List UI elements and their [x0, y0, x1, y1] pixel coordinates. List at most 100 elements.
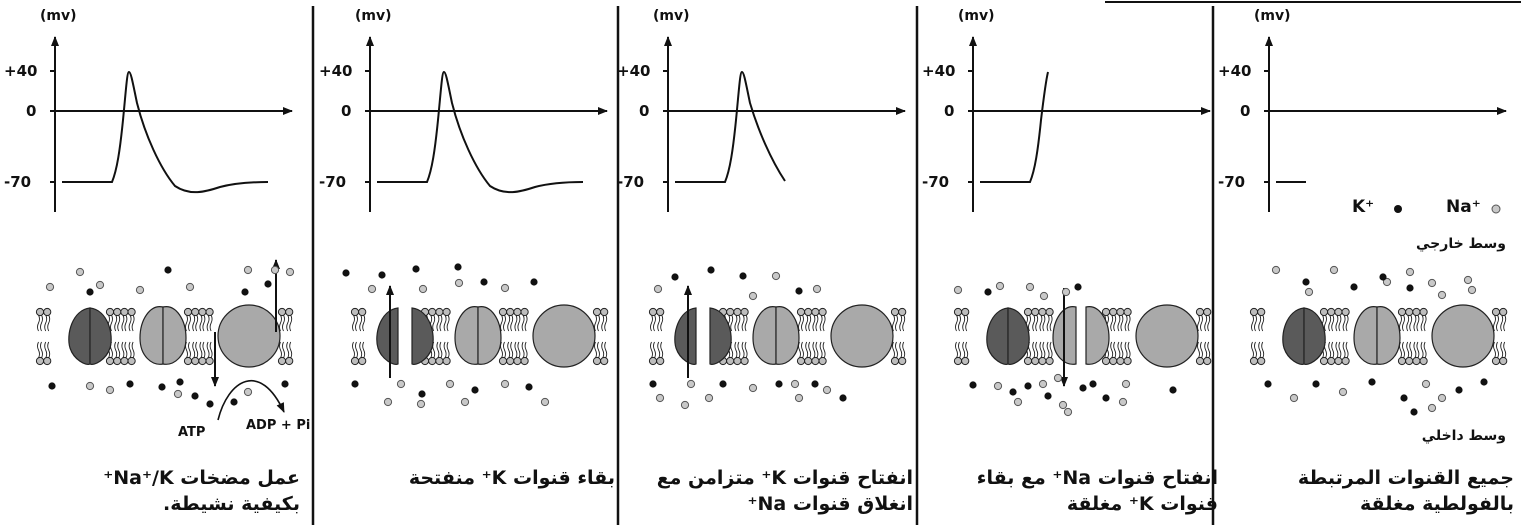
panel-caption-line2: انغلاق قنوات Na⁺ — [747, 493, 914, 515]
lipid-tail — [432, 314, 436, 332]
na-ion — [243, 387, 253, 397]
na-ion — [270, 265, 280, 275]
k-ion — [719, 380, 727, 388]
lipid-tail — [1331, 314, 1335, 332]
phospholipid-head — [277, 356, 287, 366]
y-axis-unit: (mv) — [1254, 8, 1291, 24]
phospholipid-head — [1419, 307, 1428, 317]
lipid-tail — [1028, 314, 1031, 332]
panel-caption-line1: انفتاح قنوات K⁺ متزامن مع — [656, 467, 913, 489]
inner-medium-label: وسط داخلي — [1421, 428, 1506, 444]
na-ion — [1013, 397, 1023, 407]
lipid-tail — [209, 314, 213, 332]
lipid-tail — [1335, 314, 1339, 332]
tick-label-minus70: -70 — [922, 173, 950, 191]
k-ion — [1009, 388, 1017, 396]
k-ion — [775, 380, 783, 388]
phospholipid-head — [1397, 307, 1407, 317]
phospholipid-head — [183, 307, 193, 317]
phospholipid-head — [35, 307, 45, 317]
na-ion — [1118, 397, 1128, 407]
phospholipid-head — [1257, 356, 1266, 366]
lipid-tail — [965, 314, 969, 332]
na-ion — [771, 271, 781, 281]
phospholipid-head — [1203, 307, 1212, 317]
membrane-potential-curve — [675, 70, 786, 183]
membrane-potential-curve — [62, 70, 269, 194]
lipid-tail — [446, 314, 450, 332]
na-ion — [993, 381, 1003, 391]
membrane-potential-curve — [980, 71, 1049, 183]
k-ion — [418, 390, 426, 398]
lipid-tail — [815, 314, 819, 332]
phospholipid-head — [105, 307, 115, 317]
lipid-tail — [892, 341, 895, 359]
k-ion — [984, 288, 992, 296]
lipid-tail — [1496, 314, 1499, 332]
k-ion — [1400, 394, 1408, 402]
na-k-pump — [1135, 304, 1199, 368]
phospholipid-head — [1023, 356, 1033, 366]
k-ion — [1302, 278, 1310, 286]
na-ion — [1304, 287, 1314, 297]
y-axis-unit: (mv) — [958, 8, 995, 24]
phospholipid-head — [796, 307, 806, 317]
lipid-tail — [808, 314, 812, 332]
phospholipid-head — [35, 356, 45, 366]
lipid-tail — [601, 314, 605, 332]
lipid-tail — [202, 314, 206, 332]
lipid-tail — [1503, 314, 1507, 332]
phospholipid-head — [358, 307, 367, 317]
na-ion — [285, 267, 295, 277]
phospholipid-head — [1045, 307, 1054, 317]
phospholipid-head — [726, 307, 735, 317]
lipid-tail — [1420, 314, 1424, 332]
lipid-tail — [1207, 314, 1211, 332]
phospholipid-head — [1412, 356, 1421, 366]
lipid-tail — [446, 341, 450, 359]
na-ion — [1053, 373, 1063, 383]
phospholipid-head — [733, 307, 742, 317]
lipid-tail — [1503, 341, 1507, 359]
lipid-tail — [1258, 341, 1262, 359]
k-ion — [412, 265, 420, 273]
lipid-tail — [279, 314, 282, 332]
lipid-tail — [1493, 341, 1496, 359]
phospholipid-head — [506, 356, 515, 366]
panel-caption-line1: انفتاح قنوات Na⁺ مع بقاء — [976, 467, 1218, 489]
legend-na-label: Na⁺ — [1446, 197, 1481, 217]
na-channel-left — [752, 306, 777, 365]
lipid-tail — [185, 314, 188, 332]
voltage-graph — [663, 36, 906, 212]
phospholipid-head — [506, 307, 515, 317]
lipid-tail — [744, 314, 748, 332]
lipid-tail — [594, 314, 597, 332]
phospholipid-head — [513, 356, 522, 366]
phospholipid-head — [350, 356, 360, 366]
phospholipid-head — [191, 307, 200, 317]
na-ion — [1121, 379, 1131, 389]
na-ion — [396, 379, 406, 389]
lipid-tail — [362, 341, 366, 359]
lipid-tail — [1496, 341, 1499, 359]
lipid-tail — [1049, 341, 1053, 359]
phospholipid-head — [1109, 307, 1118, 317]
lipid-tail — [114, 314, 118, 332]
phospholipid-head — [656, 356, 665, 366]
phospholipid-head — [113, 307, 122, 317]
lipid-tail — [597, 314, 600, 332]
lipid-tail — [1124, 341, 1128, 359]
voltage-graph — [365, 36, 608, 212]
phospholipid-head — [358, 356, 367, 366]
lipid-tail — [965, 341, 969, 359]
lipid-tail — [517, 341, 521, 359]
tick-label-plus40: +40 — [319, 62, 353, 80]
phospholipid-head — [1123, 307, 1132, 317]
phospholipid-head — [127, 307, 136, 317]
k-channel-left — [986, 307, 1009, 365]
k-ion — [1079, 384, 1087, 392]
k-ion — [1379, 273, 1387, 281]
lipid-tail — [1331, 341, 1335, 359]
na-ion — [173, 389, 183, 399]
